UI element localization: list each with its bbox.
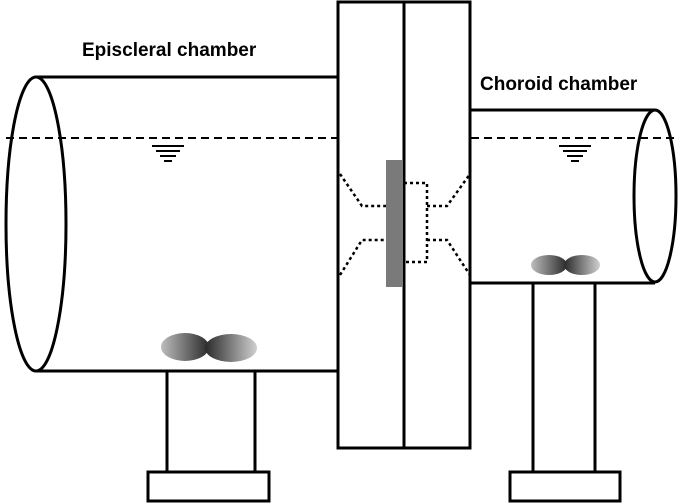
choroid-chamber: [471, 108, 678, 285]
episcleral-chamber-label: Episcleral chamber: [82, 40, 257, 61]
center-clamp: [336, 0, 472, 450]
episcleral-stand-base: [146, 470, 271, 503]
choroid-chamber-label: Choroid chamber: [480, 74, 638, 95]
choroid-stand-post: [531, 281, 597, 474]
choroid-chamber-body: [471, 108, 655, 285]
episcleral-chamber-end: [4, 75, 68, 373]
episcleral-chamber-body: [36, 75, 338, 373]
clamp-plate-right: [402, 0, 472, 450]
episcleral-chamber: [4, 75, 338, 373]
water-level-symbol-left: [152, 145, 184, 162]
channel-right-box: [404, 181, 429, 264]
dotted-channel: [338, 173, 472, 276]
tissue-sample: [386, 160, 403, 287]
water-level-symbol-right: [559, 145, 591, 162]
episcleral-stand-post: [165, 369, 257, 474]
channel-left: [338, 173, 388, 276]
choroid-stand-base: [508, 470, 622, 503]
episcleral-stir-bar: [161, 333, 257, 362]
choroid-stir-bar: [531, 255, 600, 275]
choroid-stand: [508, 281, 622, 503]
episcleral-stand: [146, 369, 271, 503]
channel-right: [427, 173, 472, 276]
choroid-chamber-end: [632, 108, 678, 284]
